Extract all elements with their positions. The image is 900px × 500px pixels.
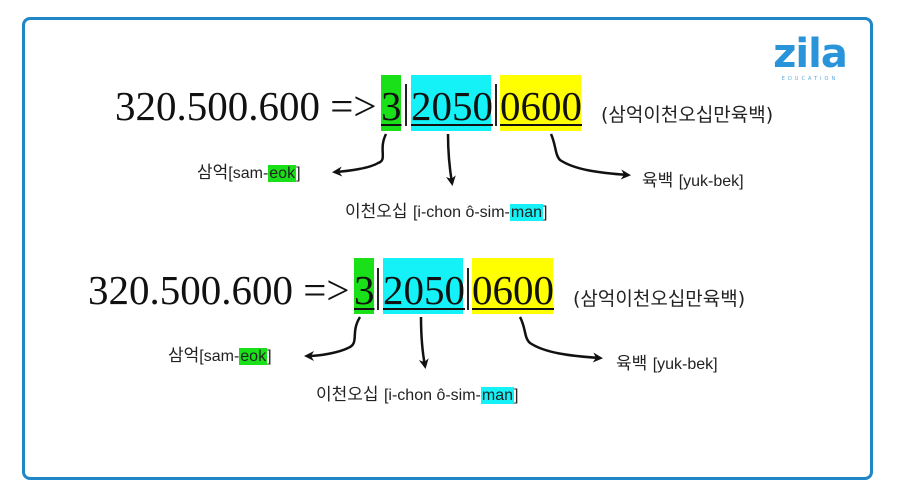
separator-bar — [377, 268, 379, 310]
logo-wordmark: zila — [773, 31, 848, 77]
zila-logo: zila EDUCATION — [770, 34, 850, 82]
number-expression: 320.500.600 => — [88, 267, 350, 313]
group-rest: 0600 — [472, 267, 554, 313]
arrow-baek-icon — [518, 316, 603, 363]
arrow-eok-icon — [304, 316, 362, 361]
label-roman-prefix: [yuk-bek] — [652, 356, 718, 373]
label-roman-prefix: [i-chon ô-sim- — [383, 387, 481, 404]
korean-reading: (삼억이천오십만육백) — [573, 288, 746, 310]
arrow-eok-icon — [332, 133, 388, 177]
separator-bar — [495, 84, 497, 126]
group-man: 2050 — [411, 83, 493, 129]
label-roman-highlight: eok — [239, 348, 268, 365]
label-korean: 육백 — [616, 354, 653, 374]
label-eok: 삼억[sam-eok] — [168, 341, 272, 366]
separator-bar — [405, 84, 407, 126]
label-korean: 삼억 — [168, 346, 200, 366]
label-baek: 육백 [yuk-bek] — [642, 166, 744, 191]
highlight-man-group — [411, 75, 491, 131]
label-korean: 이천오십 — [316, 385, 384, 405]
logo-subtitle: EDUCATION — [781, 76, 839, 82]
label-roman-suffix: ] — [296, 165, 301, 182]
label-man: 이천오십 [i-chon ô-sim-man] — [316, 380, 518, 405]
group-eok: 3 — [381, 83, 402, 129]
label-roman-suffix: ] — [543, 204, 548, 221]
group-rest: 0600 — [500, 83, 582, 129]
highlight-man-group — [383, 258, 463, 314]
label-roman-prefix: [sam- — [199, 348, 240, 365]
korean-reading: (삼억이천오십만육백) — [601, 104, 774, 126]
highlight-rest-group — [500, 75, 581, 131]
label-roman-prefix: [sam- — [228, 165, 269, 182]
highlight-eok-group — [381, 75, 401, 131]
highlight-eok-group — [354, 258, 374, 314]
arrow-man-icon — [418, 316, 429, 369]
label-korean: 육백 — [642, 171, 679, 191]
label-roman-suffix: ] — [267, 348, 272, 365]
label-roman-highlight: man — [509, 204, 543, 221]
number-expression: 320.500.600 => — [115, 83, 377, 129]
arrow-baek-icon — [549, 133, 631, 180]
label-korean: 삼억 — [197, 163, 229, 183]
label-roman-highlight: man — [480, 387, 514, 404]
separator-bar — [467, 268, 469, 310]
label-eok: 삼억[sam-eok] — [197, 158, 301, 183]
content-frame — [22, 17, 873, 480]
label-korean: 이천오십 — [345, 202, 413, 222]
label-roman-highlight: eok — [268, 165, 297, 182]
group-eok: 3 — [354, 267, 375, 313]
highlight-rest-group — [472, 258, 553, 314]
label-roman-prefix: [i-chon ô-sim- — [412, 204, 510, 221]
label-man: 이천오십 [i-chon ô-sim-man] — [345, 197, 547, 222]
group-man: 2050 — [383, 267, 465, 313]
arrow-man-icon — [445, 133, 456, 186]
label-roman-prefix: [yuk-bek] — [678, 173, 744, 190]
label-roman-suffix: ] — [514, 387, 519, 404]
label-baek: 육백 [yuk-bek] — [616, 349, 718, 374]
